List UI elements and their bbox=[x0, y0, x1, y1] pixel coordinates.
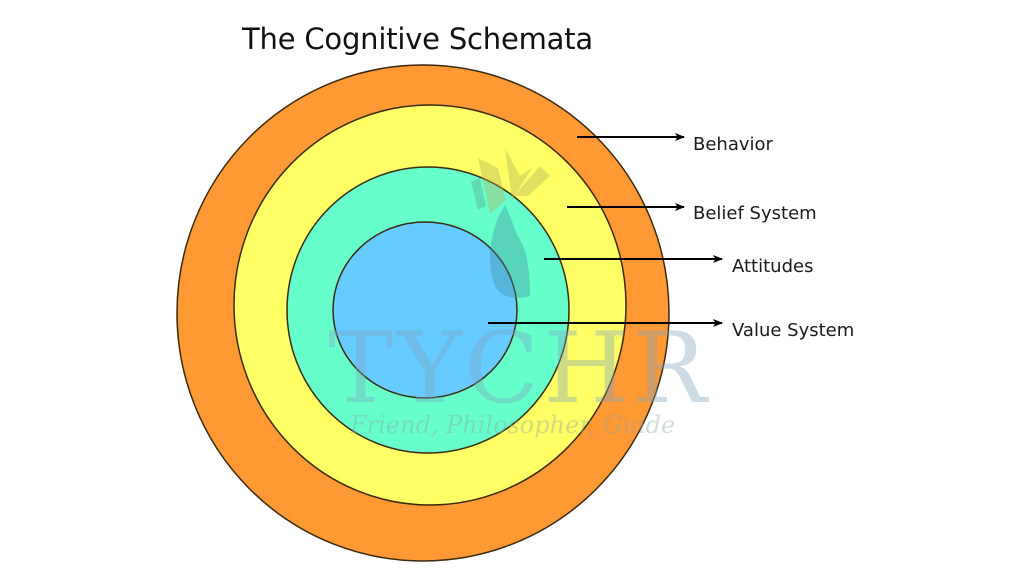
logo-leaf-right bbox=[514, 166, 550, 196]
label-belief-system: Belief System bbox=[693, 203, 817, 224]
label-attitudes: Attitudes bbox=[732, 256, 813, 277]
label-value-system: Value System bbox=[732, 320, 854, 341]
label-behavior: Behavior bbox=[693, 134, 774, 155]
rings-group bbox=[176, 64, 670, 562]
ring-value-system bbox=[332, 221, 518, 399]
watermark-tagline: Friend, Philosopher, Guide bbox=[349, 411, 675, 439]
logo-leaf-left bbox=[478, 158, 506, 214]
logo-leaf-small bbox=[471, 178, 486, 210]
diagram-title: The Cognitive Schemata bbox=[242, 22, 593, 56]
tychr-logo-icon bbox=[471, 148, 550, 298]
tychr-watermark: TYCHR Friend, Philosopher, Guide bbox=[328, 148, 711, 439]
watermark-brand-text: TYCHR bbox=[328, 312, 711, 426]
logo-leaf-top bbox=[505, 148, 532, 200]
logo-drop bbox=[489, 205, 530, 298]
